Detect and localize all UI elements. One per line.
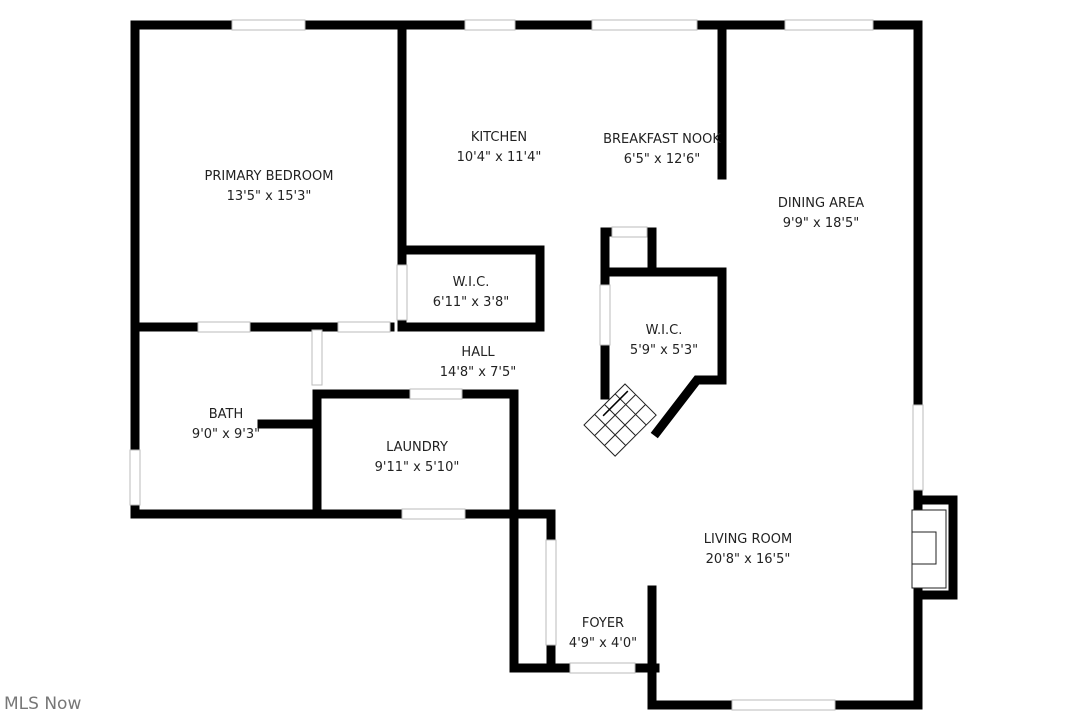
- walls: [130, 20, 958, 710]
- room-name: W.I.C.: [453, 275, 490, 290]
- room-name: LIVING ROOM: [704, 532, 792, 547]
- room-size: 13'5" x 15'3": [227, 189, 312, 204]
- windows-doors: [129, 19, 924, 711]
- room-size: 4'9" x 4'0": [569, 636, 637, 651]
- room-size: 10'4" x 11'4": [457, 150, 542, 165]
- room-name: HALL: [461, 345, 495, 360]
- room-name: DINING AREA: [778, 196, 864, 211]
- room-size: 9'11" x 5'10": [375, 460, 460, 475]
- room-name: PRIMARY BEDROOM: [205, 169, 334, 184]
- room-size: 20'8" x 16'5": [706, 552, 791, 567]
- stairs: [583, 383, 657, 457]
- room-size: 14'8" x 7'5": [440, 365, 516, 380]
- room-name: BREAKFAST NOOK: [603, 132, 721, 147]
- room-name: LAUNDRY: [386, 440, 448, 455]
- room-size: 5'9" x 5'3": [630, 343, 698, 358]
- fireplace: [911, 509, 947, 589]
- room-name: KITCHEN: [471, 130, 527, 145]
- room-size: 6'11" x 3'8": [433, 295, 509, 310]
- room-size: 9'0" x 9'3": [192, 427, 260, 442]
- room-size: 6'5" x 12'6": [624, 152, 700, 167]
- room-name: W.I.C.: [646, 323, 683, 338]
- room-size: 9'9" x 18'5": [783, 216, 859, 231]
- watermark: MLS Now: [4, 694, 82, 714]
- room-labels: PRIMARY BEDROOM 13'5" x 15'3" KITCHEN 10…: [192, 130, 864, 651]
- room-name: BATH: [209, 407, 244, 422]
- room-name: FOYER: [582, 616, 624, 631]
